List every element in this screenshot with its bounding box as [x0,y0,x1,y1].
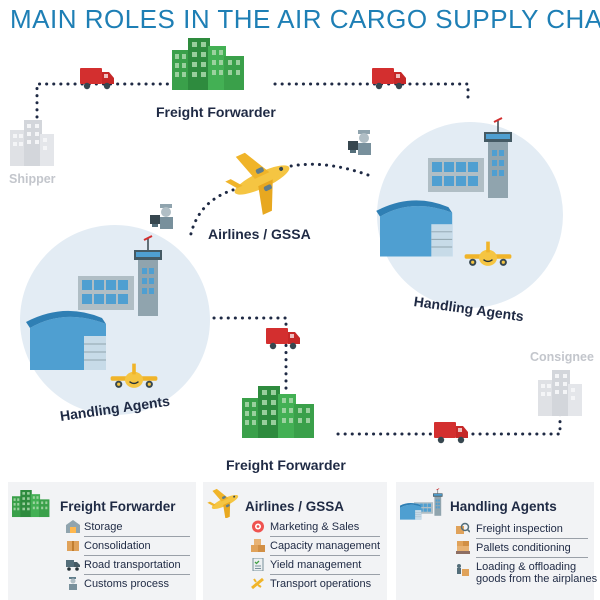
legend-item: Freight inspection [476,523,563,535]
legend-divider [270,574,380,575]
building-icon-freight-forwarder-top [172,38,244,90]
legend-divider [476,538,588,539]
checklist-icon [252,558,264,571]
legend-item: Loading & offloading goods from the airp… [476,561,598,585]
loading-icon [457,564,469,576]
legend-divider [270,536,380,537]
legend-divider [270,555,380,556]
legend-item: Road transportation [84,559,181,571]
handling-agents-right-circle [377,122,563,308]
customs-officer-icon-right [348,130,371,155]
customs-officer-icon [69,577,77,590]
plane-icon [251,577,264,590]
building-icon-shipper [10,120,54,166]
hangar-icon-left [25,310,107,371]
label-consignee: Consignee [530,350,594,364]
legend-item: Customs process [84,578,169,590]
hangar-icon-right [375,199,453,257]
truck-icon-bottom [434,422,468,444]
legend-item: Storage [84,521,123,533]
label-freight-forwarder-bottom: Freight Forwarder [226,457,346,473]
legend-divider [84,536,190,537]
legend-item: Capacity management [270,540,381,552]
pallet-icon [456,541,470,554]
legend-title: Freight Forwarder [60,499,176,514]
truck-icon [66,560,80,571]
legend-airport-icon [400,488,443,520]
airplane-icon [217,138,303,224]
boxes-icon [251,539,265,552]
legend-item: Yield management [270,559,362,571]
legend-panel-handling-agents: Handling Agents Freight inspection Palle… [396,482,598,600]
truck-icon-top-right [372,68,406,90]
box-icon [67,541,79,551]
label-shipper: Shipper [9,172,56,186]
legend-item: Marketing & Sales [270,521,360,533]
legend-panel-freight-forwarder: Freight Forwarder Storage Consolidation … [8,482,196,600]
label-freight-forwarder-top: Freight Forwarder [156,104,276,120]
legend-title: Handling Agents [450,499,557,514]
legend-divider [84,574,190,575]
truck-icon-top-left [80,68,114,90]
route-path [35,82,562,436]
legend-divider [84,555,190,556]
customs-officer-icon-left [150,204,173,229]
legend-item: Consolidation [84,540,151,552]
legend-airplane-icon [207,486,243,518]
legend-panel-airlines: Airlines / GSSA Marketing & Sales Capaci… [203,482,387,600]
truck-icon-middle [266,328,300,350]
legend-building-icon [12,490,50,518]
label-airlines-gssa: Airlines / GSSA [208,226,311,242]
building-icon-freight-forwarder-bottom [242,386,314,438]
legend-item: Transport operations [270,578,372,590]
page-title: MAIN ROLES IN THE AIR CARGO SUPPLY CHAIN [10,4,600,34]
marketing-icon [252,520,264,533]
building-icon-consignee [538,370,582,416]
legend-item: Pallets conditioning [476,542,571,554]
legend-title: Airlines / GSSA [245,499,345,514]
inspection-icon [456,522,470,534]
legend-divider [476,557,588,558]
warehouse-icon [66,520,80,533]
